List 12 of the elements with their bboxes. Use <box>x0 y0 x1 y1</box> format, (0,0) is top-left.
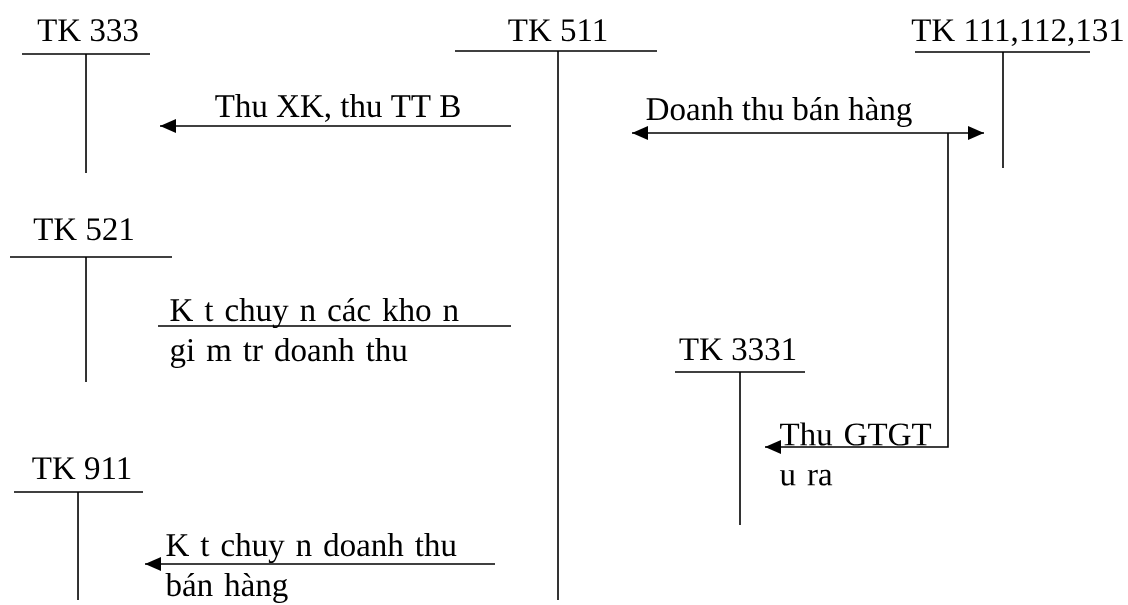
edge-label: K t chuy n các kho n gi m tr doanh thu <box>170 297 459 369</box>
edge-label: Thu XK, thu TT B <box>215 94 460 122</box>
t-account: TK 911 <box>13 457 144 601</box>
arrow <box>159 119 512 133</box>
edge-label: Doanh thu bán hàng <box>646 96 912 128</box>
arrow <box>144 557 496 571</box>
arrow <box>764 132 949 454</box>
arrow <box>631 126 985 140</box>
edge-label: K t chuy n doanh thu bán hàng <box>165 533 457 603</box>
t-account: TK 111,112,131 <box>911 19 1123 169</box>
t-account: TK 333 <box>21 19 151 174</box>
edge-label: Thu GTGT u ra <box>779 422 932 486</box>
